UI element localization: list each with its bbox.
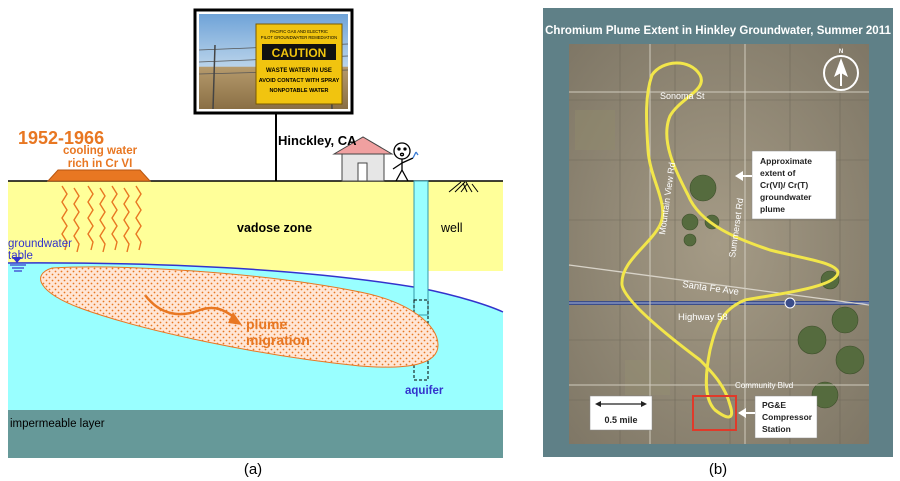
sign-line-2: PILOT GROUNDWATER REMEDIATION	[261, 35, 337, 40]
station-line-2: Compressor	[762, 412, 813, 422]
groundwater-table-line	[7, 262, 504, 313]
satellite-image	[568, 44, 870, 444]
caution-sign-photo: PACIFIC GAS AND ELECTRIC PILOT GROUNDWAT…	[193, 8, 354, 115]
station-line-3: Station	[762, 424, 791, 434]
plume-dots	[40, 267, 439, 368]
aquifer-label: aquifer	[405, 385, 444, 397]
plume-callout: Approximate extent of Cr(VI)/ Cr(T) grou…	[735, 150, 837, 220]
sign-line-1: PACIFIC GAS AND ELECTRIC	[270, 29, 328, 34]
groundwater-label-2: table	[8, 250, 33, 262]
plume-label-2: migration	[246, 332, 310, 348]
plume-migration-arrow	[144, 294, 236, 319]
sign-line-5: NONPOTABLE WATER	[269, 88, 328, 94]
callout-line-1: Approximate	[760, 156, 812, 166]
callout-line-3: Cr(VI)/ Cr(T)	[760, 180, 808, 190]
well-label: well	[440, 221, 463, 235]
well-shaft	[413, 180, 429, 316]
north-arrow-icon: N	[823, 49, 859, 91]
sign-line-3: WASTE WATER IN USE	[266, 68, 332, 74]
callout-line-5: plume	[760, 204, 785, 214]
cooling-water-label-1: cooling water	[63, 145, 138, 157]
panel-b-map: Chromium Plume Extent in Hinkley Groundw…	[543, 8, 893, 478]
caption-b: (b)	[709, 461, 727, 478]
location-label: Hinckley, CA	[278, 133, 357, 148]
station-line-1: PG&E	[762, 400, 786, 410]
years-label: 1952-1966	[18, 128, 104, 148]
plume-arrowhead	[228, 312, 242, 325]
vadose-zone-label: vadose zone	[237, 221, 312, 235]
road-label-community: Community Blvd	[735, 381, 793, 390]
stick-figure-icon	[392, 142, 419, 182]
infiltration-arrows	[61, 185, 142, 253]
road-label-sonoma: Sonoma St	[660, 91, 705, 101]
road-label-highway: Highway 58	[678, 312, 728, 323]
compressor-station-box	[692, 395, 737, 431]
plume-label-1: plume	[246, 316, 287, 332]
impermeable-layer	[8, 410, 503, 458]
callout-line-4: groundwater	[760, 192, 812, 202]
callout-line-2: extent of	[760, 168, 796, 178]
cooling-water-label-2: rich in Cr VI	[68, 158, 133, 170]
caption-a: (a)	[244, 461, 262, 478]
scale-bar: 0.5 mile	[589, 395, 653, 431]
cooling-pond	[46, 169, 152, 182]
sign-heading: CAUTION	[272, 46, 327, 60]
plume-outline	[620, 61, 840, 419]
groundwater-label-1: groundwater	[8, 238, 72, 250]
map-title: Chromium Plume Extent in Hinkley Groundw…	[545, 25, 891, 37]
water-table-symbol	[10, 257, 26, 272]
brush-icon	[448, 181, 479, 193]
station-callout: PG&E Compressor Station	[738, 395, 818, 439]
impermeable-layer-label: impermeable layer	[10, 418, 105, 430]
north-label: N	[839, 49, 843, 55]
panel-a-diagram: PACIFIC GAS AND ELECTRIC PILOT GROUNDWAT…	[7, 8, 504, 478]
house-icon	[332, 136, 394, 182]
scale-label: 0.5 mile	[604, 415, 637, 425]
sign-line-4: AVOID CONTACT WITH SPRAY	[259, 78, 340, 84]
